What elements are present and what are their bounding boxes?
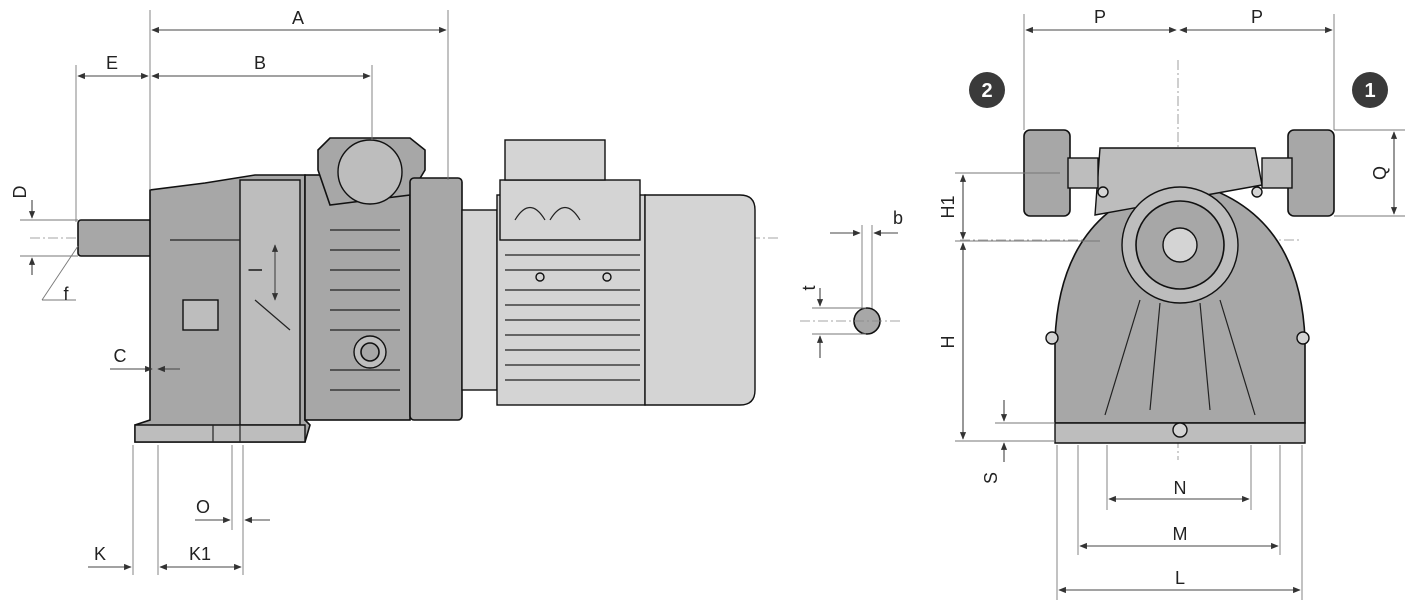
front-drain [1172,422,1188,438]
hub-right-neck [1261,157,1293,189]
motor-fan-cover [644,194,756,406]
terminal-cable-entries [514,206,581,221]
front-bore [1162,227,1198,263]
leader-f [41,245,79,301]
badge-2 [969,72,1005,108]
output-shaft [77,219,153,257]
hub-right [1287,129,1335,217]
label-l-front: L [1175,568,1185,588]
terminal-box [499,179,641,241]
label-c: C [114,346,127,366]
label-o: O [196,497,210,517]
label-m: M [1173,524,1188,544]
badge-1 [1352,72,1388,108]
worm-housing-fins [330,229,400,391]
label-h1: H1 [938,195,958,218]
badge-1-label: 1 [1364,80,1375,102]
housing-recess [182,299,219,331]
label-l: l [246,268,266,272]
front-bolt [1045,331,1059,345]
label-a: A [292,8,304,28]
worm-housing [304,174,411,421]
motor-screw [602,272,612,282]
front-ribs [1104,299,1256,416]
front-view: 2 1 P P Q H1 H S N M [938,7,1405,600]
label-q: Q [1370,166,1390,180]
label-k1: K1 [189,544,211,564]
key-detail: b t [799,208,903,358]
side-view: A E B D f C l K K1 [10,8,780,575]
label-h: H [938,336,958,349]
front-bolt [1251,186,1263,198]
label-s: S [981,472,1001,484]
motor-flange [409,177,463,421]
label-p-right: P [1251,7,1263,27]
label-t: t [799,285,819,290]
label-b: B [254,53,266,73]
front-bolt [1296,331,1310,345]
motor-screw [535,272,545,282]
drain-plug-center [360,342,380,362]
housing-foot [134,424,306,443]
label-d: D [10,186,30,199]
label-n: N [1174,478,1187,498]
hub-left-neck [1067,157,1099,189]
motor-fins [505,254,640,381]
badge-2-label: 2 [981,80,992,102]
motor-adapter [461,209,498,391]
label-k: K [94,544,106,564]
label-f: f [63,284,69,304]
front-bolt [1097,186,1109,198]
terminal-box-lid [504,139,606,181]
label-p-left: P [1094,7,1106,27]
label-e: E [106,53,118,73]
label-b-small: b [893,208,903,228]
gearbox-flange [239,179,301,426]
housing-rib-diag [254,299,291,331]
top-breather [337,139,403,205]
